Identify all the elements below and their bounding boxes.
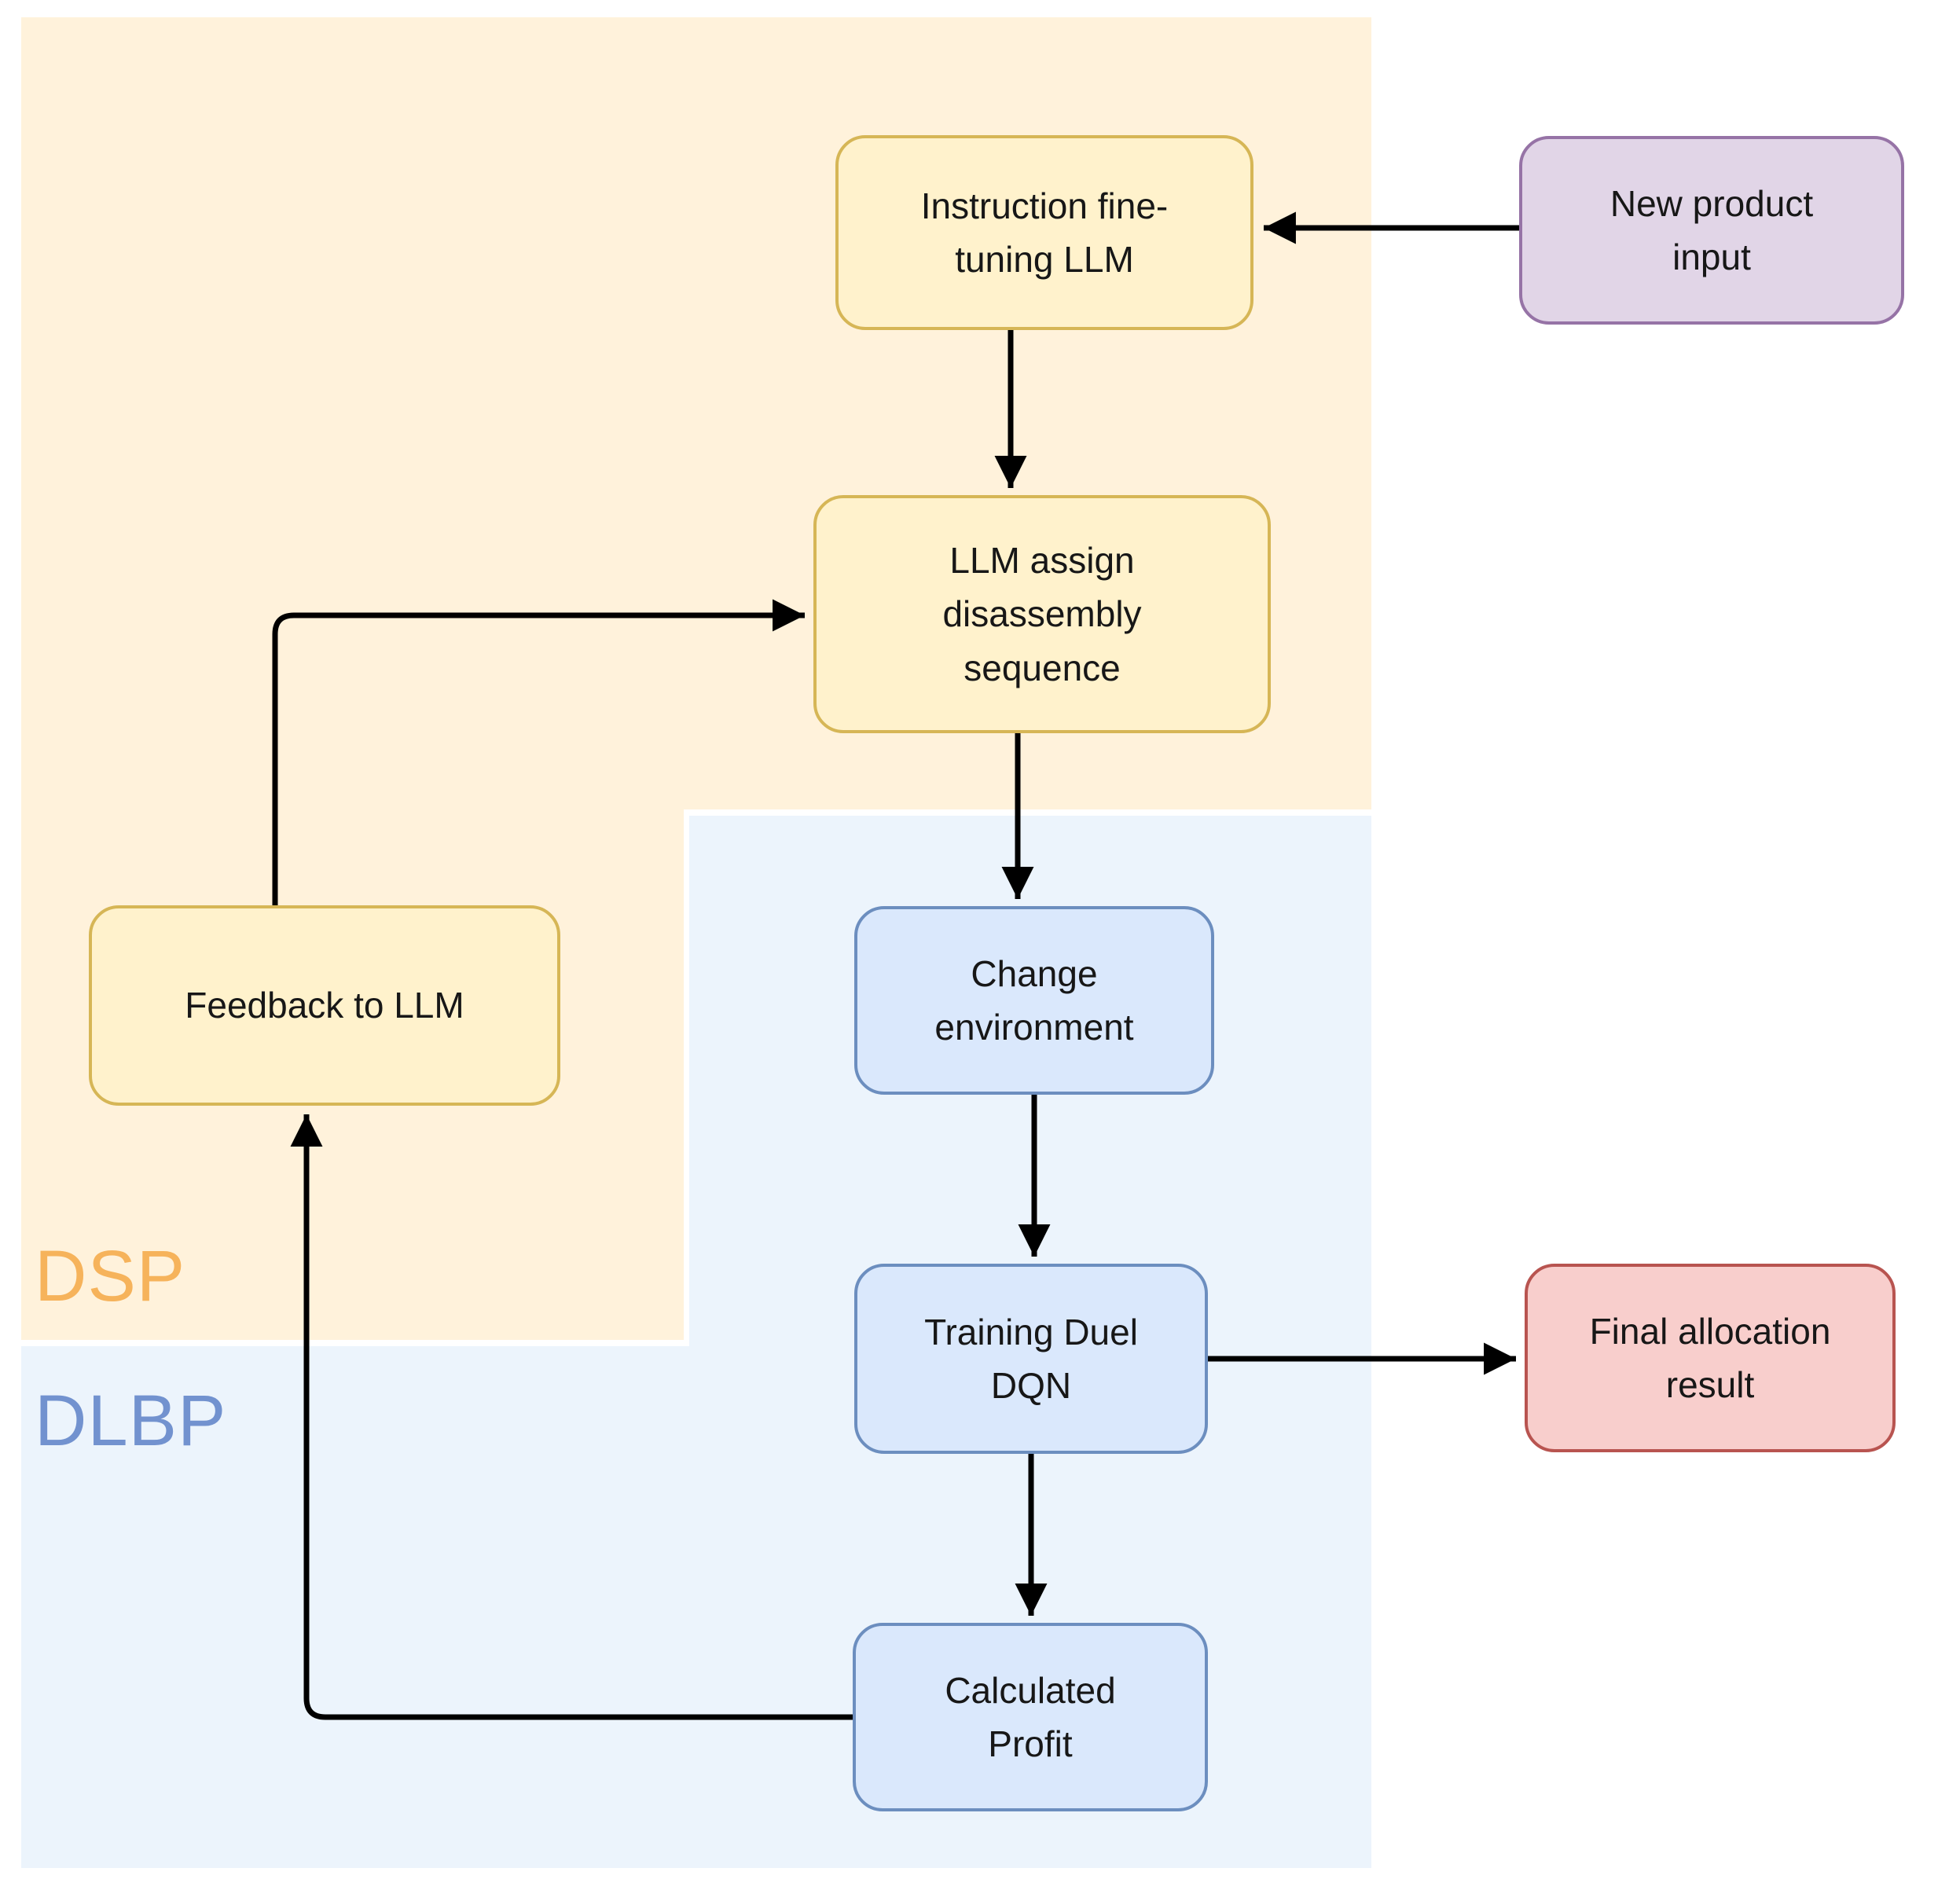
node-instruction-fine-tuning-llm: Instruction fine- tuning LLM (835, 135, 1253, 330)
node-label: New product input (1609, 182, 1814, 277)
node-label: LLM assign disassembly sequence (942, 540, 1142, 688)
dlbp-region-label: DLBP (35, 1381, 227, 1461)
node-label: Instruction fine- tuning LLM (920, 185, 1169, 280)
node-llm-assign-disassembly-sequence: LLM assign disassembly sequence (813, 495, 1271, 733)
node-change-environment: Change environment (854, 906, 1214, 1095)
node-label: Feedback to LLM (185, 985, 464, 1026)
node-label: Final allocation result (1589, 1310, 1831, 1405)
arrow-calculated-profit-to-feedback (290, 1114, 853, 1720)
node-label: Calculated Profit (945, 1669, 1116, 1764)
node-calculated-profit: Calculated Profit (853, 1623, 1208, 1811)
dsp-region-label: DSP (35, 1236, 186, 1316)
node-training-duel-dqn: Training Duel DQN (854, 1264, 1208, 1454)
node-label: Change environment (934, 952, 1134, 1048)
node-final-allocation-result: Final allocation result (1525, 1264, 1896, 1452)
dlbp-region-background (21, 1346, 689, 1868)
arrow-feedback-to-llm-assign (272, 599, 805, 905)
node-feedback-to-llm: Feedback to LLM (89, 905, 560, 1106)
node-label: Training Duel DQN (924, 1311, 1138, 1406)
node-new-product-input: New product input (1519, 136, 1904, 325)
